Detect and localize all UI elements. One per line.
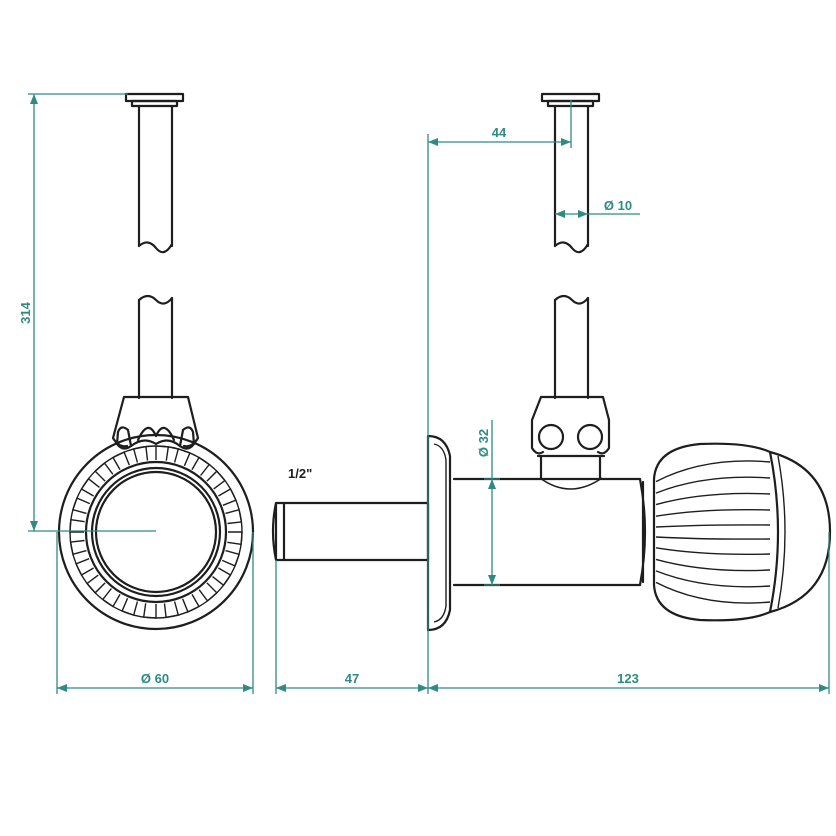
side-view-knob-flutes xyxy=(655,460,771,604)
side-view-pipe-lower xyxy=(553,294,590,400)
dim-thread-length: 47 xyxy=(345,671,359,686)
knob-rib xyxy=(71,497,91,515)
knob-rib xyxy=(69,539,87,556)
knob-rib xyxy=(69,518,85,533)
end-view-knob-cap xyxy=(94,470,218,594)
end-view-pipe-upper xyxy=(137,104,174,254)
knob-rib xyxy=(75,558,94,576)
thread-size-label: 1/2" xyxy=(288,466,312,481)
dim-body-length: 123 xyxy=(617,671,639,686)
knob-rib xyxy=(227,531,243,546)
side-view xyxy=(271,92,832,632)
side-view-pipe-upper xyxy=(553,104,590,254)
knob-flute xyxy=(655,536,771,540)
knob-rib xyxy=(225,508,243,525)
knob-rib xyxy=(112,451,130,470)
knob-flute xyxy=(655,581,771,604)
knob-flute xyxy=(655,492,771,506)
knob-rib xyxy=(198,582,218,602)
knob-rib xyxy=(94,462,114,482)
side-view-valve-body xyxy=(452,477,647,587)
dim-pipe-offset: 44 xyxy=(492,125,507,140)
knob-rib xyxy=(191,456,211,476)
knob-rib xyxy=(163,601,180,619)
end-view-knob-outer xyxy=(57,433,255,631)
dim-knob-diameter: Ø 60 xyxy=(141,671,169,686)
side-view-fluted-knob xyxy=(652,442,832,622)
dimensions: 314 Ø 60 47 123 44 Ø 10 xyxy=(18,93,830,694)
knob-rib xyxy=(212,567,232,587)
knob-rib xyxy=(173,447,191,467)
knob-flute xyxy=(655,524,771,528)
knob-rib xyxy=(206,470,226,490)
side-view-hex-nut xyxy=(530,395,611,455)
end-view xyxy=(57,92,255,631)
knob-flute xyxy=(655,508,771,517)
knob-rib xyxy=(182,594,200,613)
knob-rib xyxy=(221,549,241,567)
side-view-wall-rosette xyxy=(426,434,452,632)
knob-flute xyxy=(655,476,771,494)
dim-body-diameter: Ø 32 xyxy=(476,429,491,457)
knob-flute xyxy=(655,558,771,572)
knob-rib xyxy=(218,488,237,506)
knob-rib xyxy=(80,477,100,497)
dim-pipe-diameter: Ø 10 xyxy=(604,198,632,213)
knob-flute xyxy=(655,460,771,483)
side-view-threaded-inlet xyxy=(271,501,430,562)
knob-rib xyxy=(155,445,170,461)
dim-overall-height: 314 xyxy=(18,301,33,323)
knob-rib xyxy=(86,574,106,594)
knob-flute xyxy=(655,570,771,588)
knob-rib xyxy=(142,603,157,619)
knob-rib xyxy=(101,588,121,608)
knob-rib xyxy=(121,597,139,617)
knob-flute xyxy=(655,547,771,556)
end-view-knob-ribs xyxy=(69,445,243,619)
knob-rib xyxy=(132,445,149,463)
end-view-pipe-lower xyxy=(137,294,174,400)
